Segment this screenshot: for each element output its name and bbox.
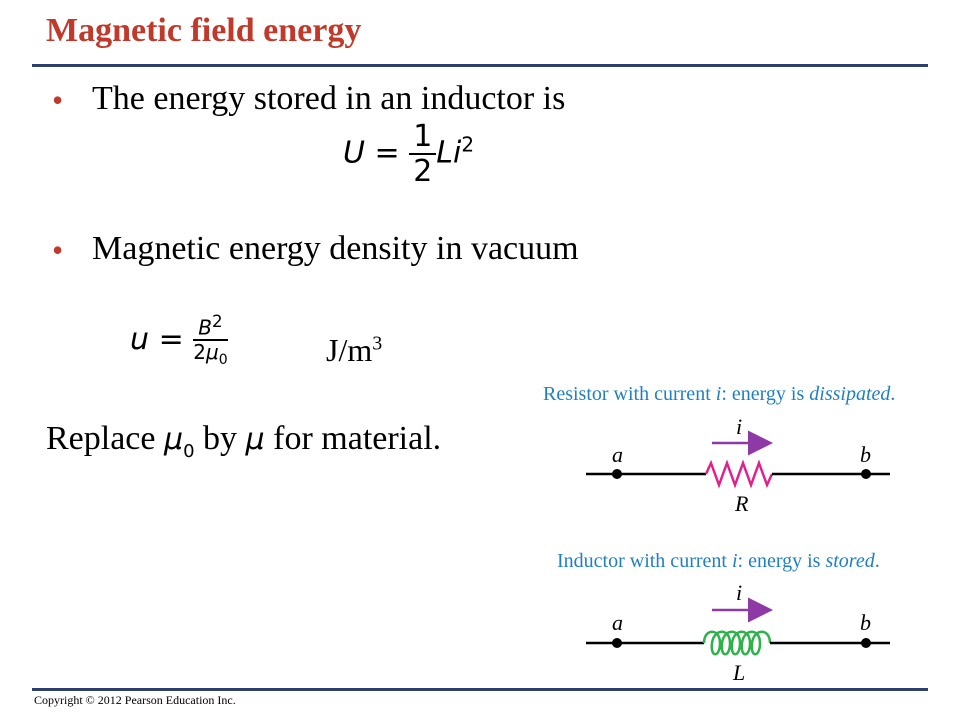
eq2-mu: μ [205, 339, 219, 364]
resistor-label-i: i [736, 414, 742, 439]
inductor-node-b [861, 638, 871, 648]
inductor-caption-em: stored [825, 550, 875, 572]
inductor-label-a: a [612, 610, 623, 635]
inductor-node-a [612, 638, 622, 648]
replace-text-1: Replace [46, 420, 164, 457]
inductor-coil [702, 630, 772, 656]
inductor-caption-end: . [874, 550, 880, 572]
eq1-i: i [453, 135, 462, 171]
inductor-label-b: b [860, 610, 871, 635]
replace-note: Replace μ0 by μ for material. [46, 420, 441, 462]
inductor-caption-var: i [731, 550, 738, 572]
copyright-notice: Copyright © 2012 Pearson Education Inc. [34, 693, 236, 707]
resistor-zigzag [704, 459, 774, 489]
resistor-node-a [612, 469, 622, 479]
title-divider [32, 64, 928, 67]
eq2-equals: = [158, 322, 184, 358]
resistor-caption-var: i [715, 383, 722, 405]
replace-mu0: μ [164, 422, 184, 457]
resistor-caption-em: dissipated [809, 383, 891, 405]
eq1-numerator: 1 [409, 120, 437, 155]
eq1-lhs: U [343, 135, 365, 171]
eq2-mu-sub: 0 [218, 351, 228, 368]
eq1-equals: = [374, 135, 400, 171]
equation-inductor-energy: U = 1 2 Li2 [343, 120, 474, 188]
replace-text-3: for material. [264, 420, 442, 457]
bullet-text-2: Magnetic energy density in vacuum [92, 230, 579, 267]
resistor-caption-prefix: Resistor with current [543, 383, 716, 405]
inductor-label-L: L [732, 660, 745, 685]
bullet-text-1: The energy stored in an inductor is [92, 80, 566, 117]
eq2-denominator: 2μ0 [193, 341, 227, 368]
eq1-L: L [436, 135, 454, 171]
inductor-caption-mid: : energy is [737, 550, 826, 572]
resistor-caption-mid: : energy is [721, 383, 810, 405]
unit-label: J/m3 [326, 332, 382, 369]
inductor-caption: Inductor with current i: energy is store… [557, 550, 880, 573]
replace-mu0-sub: 0 [183, 440, 195, 462]
eq1-denominator: 2 [413, 154, 433, 189]
inductor-caption-prefix: Inductor with current [557, 550, 732, 572]
bullet-marker: • [52, 232, 64, 268]
bullet-marker: • [52, 82, 64, 118]
slide-title: Magnetic field energy [46, 12, 362, 49]
resistor-label-a: a [612, 442, 623, 467]
resistor-label-b: b [860, 442, 871, 467]
resistor-label-R: R [734, 491, 749, 516]
unit-base: J/m [326, 332, 373, 368]
eq2-numerator: B2 [193, 312, 228, 341]
eq1-exponent: 2 [461, 132, 475, 157]
eq2-B: B [198, 315, 212, 340]
eq2-den-2: 2 [193, 339, 206, 364]
resistor-caption: Resistor with current i: energy is dissi… [543, 383, 895, 406]
resistor-node-b [861, 469, 871, 479]
resistor-caption-end: . [890, 383, 896, 405]
footer-divider [32, 688, 928, 691]
replace-mu: μ [245, 422, 265, 457]
equation-energy-density: u = B2 2μ0 [130, 312, 228, 368]
eq2-fraction: B2 2μ0 [193, 312, 228, 368]
eq1-fraction: 1 2 [409, 120, 437, 189]
replace-text-2: by [194, 420, 246, 457]
inductor-label-i: i [736, 580, 742, 605]
eq2-B-exponent: 2 [212, 312, 223, 331]
unit-exponent: 3 [372, 332, 383, 355]
eq2-lhs: u [130, 322, 150, 358]
